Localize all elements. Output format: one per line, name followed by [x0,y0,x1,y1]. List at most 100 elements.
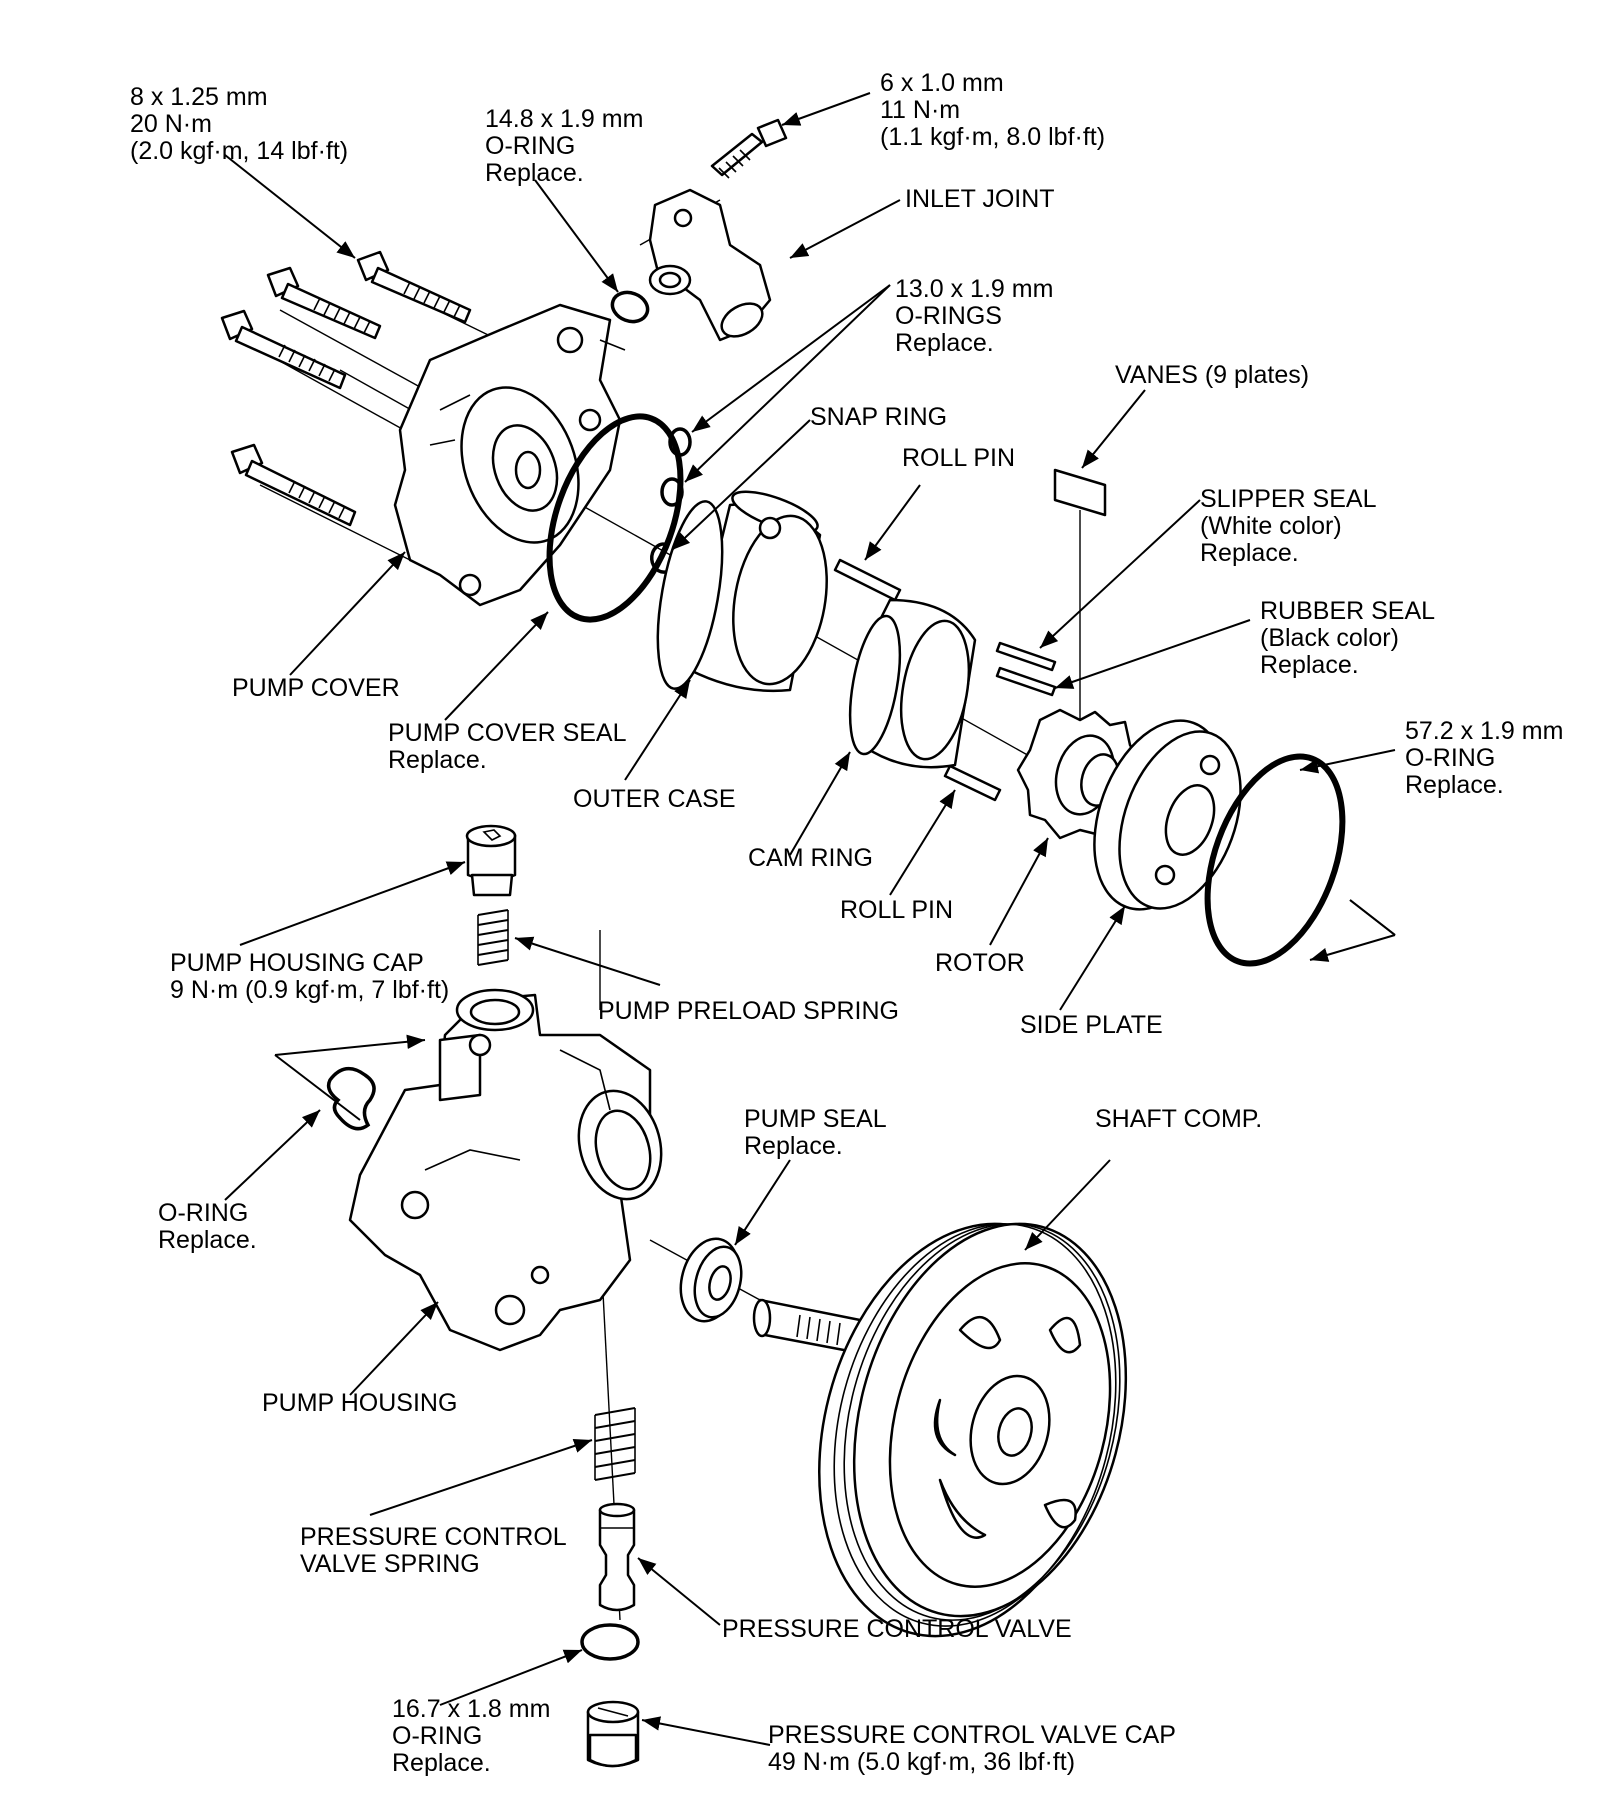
roll-pin-top-label: ROLL PIN [902,445,1015,472]
pump-housing-cap [465,824,517,897]
pcv-spring-name-line2: VALVE SPRING [300,1550,480,1578]
pump-cover-seal-label: PUMP COVER SEAL Replace. [388,720,627,774]
pump-preload-spring [477,909,509,966]
roll-pin-bottom-label: ROLL PIN [840,897,953,924]
pump-seal [679,1237,743,1323]
inlet-joint [648,188,772,342]
pressure-control-valve [598,1502,636,1612]
cover-bolts [220,118,788,527]
pcv-spring-name-line1: PRESSURE CONTROL [300,1523,567,1551]
rubber-seal-note: Replace. [1260,651,1359,679]
inlet-joint-name: INLET JOINT [905,185,1055,213]
rotor-name: ROTOR [935,949,1025,977]
o-ring-57-2-size: 57.2 x 1.9 mm [1405,717,1564,745]
pcv-cap-torque: 49 N·m (5.0 kgf·m, 36 lbf·ft) [768,1748,1076,1776]
vanes-label: VANES (9 plates) [1115,362,1309,389]
bolt-3 [220,309,347,390]
pump-cover-seal-name: PUMP COVER SEAL [388,719,627,747]
pump-cover-seal-note: Replace. [388,746,487,774]
outer-case [656,490,828,693]
cam-ring-label: CAM RING [748,845,873,872]
shaft-comp [752,1222,1128,1638]
outer-case-name: OUTER CASE [573,785,736,813]
pressure-control-valve-cap-label: PRESSURE CONTROL VALVE CAP 49 N·m (5.0 k… [768,1722,1176,1776]
bolt-8x1-25-spec-label: 8 x 1.25 mm 20 N·m (2.0 kgf·m, 14 lbf·ft… [130,84,348,165]
o-rings-13-0-size: 13.0 x 1.9 mm [895,275,1054,303]
o-ring-14-8 [610,290,650,324]
bolt-6-torque-alt: (1.1 kgf·m, 8.0 lbf·ft) [880,123,1106,151]
pcv-name: PRESSURE CONTROL VALVE [722,1615,1072,1643]
slipper-seal-label: SLIPPER SEAL (White color) Replace. [1200,486,1376,567]
inlet-joint-label: INLET JOINT [905,186,1055,213]
slipper-seal [995,641,1057,672]
o-ring-16-7-size: 16.7 x 1.8 mm [392,1695,551,1723]
outer-case-label: OUTER CASE [573,786,736,813]
pump-preload-spring-label: PUMP PRELOAD SPRING [598,998,899,1025]
o-ring-16-7-label: 16.7 x 1.8 mm O-RING Replace. [392,1696,550,1777]
snap-ring-name: SNAP RING [810,403,948,431]
o-ring-14-8-note: Replace. [485,159,584,187]
inlet-bolt [710,118,788,179]
pump-seal-name: PUMP SEAL [744,1105,887,1133]
pressure-control-valve-cap [586,1700,640,1768]
housing-o-ring-label: O-RING Replace. [158,1200,257,1254]
leader-lines [224,92,1396,1746]
shaft-comp-label: SHAFT COMP. [1095,1106,1262,1133]
pump-cover [393,303,626,607]
rubber-seal-name: RUBBER SEAL [1260,597,1436,625]
bolt-6-torque: 11 N·m [880,96,961,124]
vanes-name: VANES (9 plates) [1115,361,1310,389]
pump-cover-label: PUMP COVER [232,675,400,702]
bolt-2 [266,266,382,340]
o-ring-57-2-note: Replace. [1405,771,1504,799]
rotor-label: ROTOR [935,950,1025,977]
o-ring-57-2-label: 57.2 x 1.9 mm O-RING Replace. [1405,718,1563,799]
bolt-4 [230,443,357,527]
roll-pin-bottom [943,764,1002,802]
side-plate-name: SIDE PLATE [1020,1011,1163,1039]
roll-pin-top [833,558,902,602]
housing-o-ring-name: O-RING [158,1199,249,1227]
pump-cover-seal [546,413,684,623]
o-ring-16-7 [580,1623,640,1661]
cam-ring-name: CAM RING [748,844,873,872]
bolt-8-size: 8 x 1.25 mm [130,83,268,111]
o-ring-16-7-note: Replace. [392,1749,491,1777]
pump-preload-spring-name: PUMP PRELOAD SPRING [598,997,900,1025]
slipper-seal-name: SLIPPER SEAL [1200,485,1377,513]
o-ring-14-8-label: 14.8 x 1.9 mm O-RING Replace. [485,106,643,187]
rubber-seal-color: (Black color) [1260,624,1399,652]
o-rings-13-0-name: O-RINGS [895,302,1002,330]
pump-housing-name: PUMP HOUSING [262,1389,458,1417]
slipper-seal-note: Replace. [1200,539,1299,567]
rubber-seal [995,666,1057,697]
o-rings-13-0-label: 13.0 x 1.9 mm O-RINGS Replace. [895,276,1053,357]
o-ring-14-8-name: O-RING [485,132,576,160]
pump-housing-cap-torque: 9 N·m (0.9 kgf·m, 7 lbf·ft) [170,976,450,1004]
roll-pin-bottom-name: ROLL PIN [840,896,954,924]
bolt-6-size: 6 x 1.0 mm [880,69,1004,97]
pump-housing-cap-name: PUMP HOUSING CAP [170,949,424,977]
rubber-seal-label: RUBBER SEAL (Black color) Replace. [1260,598,1435,679]
pump-cover-name: PUMP COVER [232,674,400,702]
pressure-control-valve-label: PRESSURE CONTROL VALVE [722,1616,1072,1643]
pressure-control-valve-spring [594,1407,636,1481]
bolt-8-torque: 20 N·m [130,110,212,138]
snap-ring [649,542,672,574]
o-ring-57-2 [1204,753,1346,967]
pump-housing-label: PUMP HOUSING [262,1390,457,1417]
slipper-seal-color: (White color) [1200,512,1342,540]
vanes [1053,468,1107,517]
pump-housing [348,988,663,1352]
pcv-cap-name: PRESSURE CONTROL VALVE CAP [768,1721,1176,1749]
o-ring-57-2-name: O-RING [1405,744,1496,772]
pressure-control-valve-spring-label: PRESSURE CONTROL VALVE SPRING [300,1524,567,1578]
bolt-6x1-0-spec-label: 6 x 1.0 mm 11 N·m (1.1 kgf·m, 8.0 lbf·ft… [880,70,1105,151]
pump-seal-note: Replace. [744,1132,843,1160]
shaft-comp-name: SHAFT COMP. [1095,1105,1263,1133]
pump-seal-label: PUMP SEAL Replace. [744,1106,887,1160]
housing-o-ring [326,1066,376,1131]
side-plate-label: SIDE PLATE [1020,1012,1163,1039]
o-ring-14-8-size: 14.8 x 1.9 mm [485,105,644,133]
